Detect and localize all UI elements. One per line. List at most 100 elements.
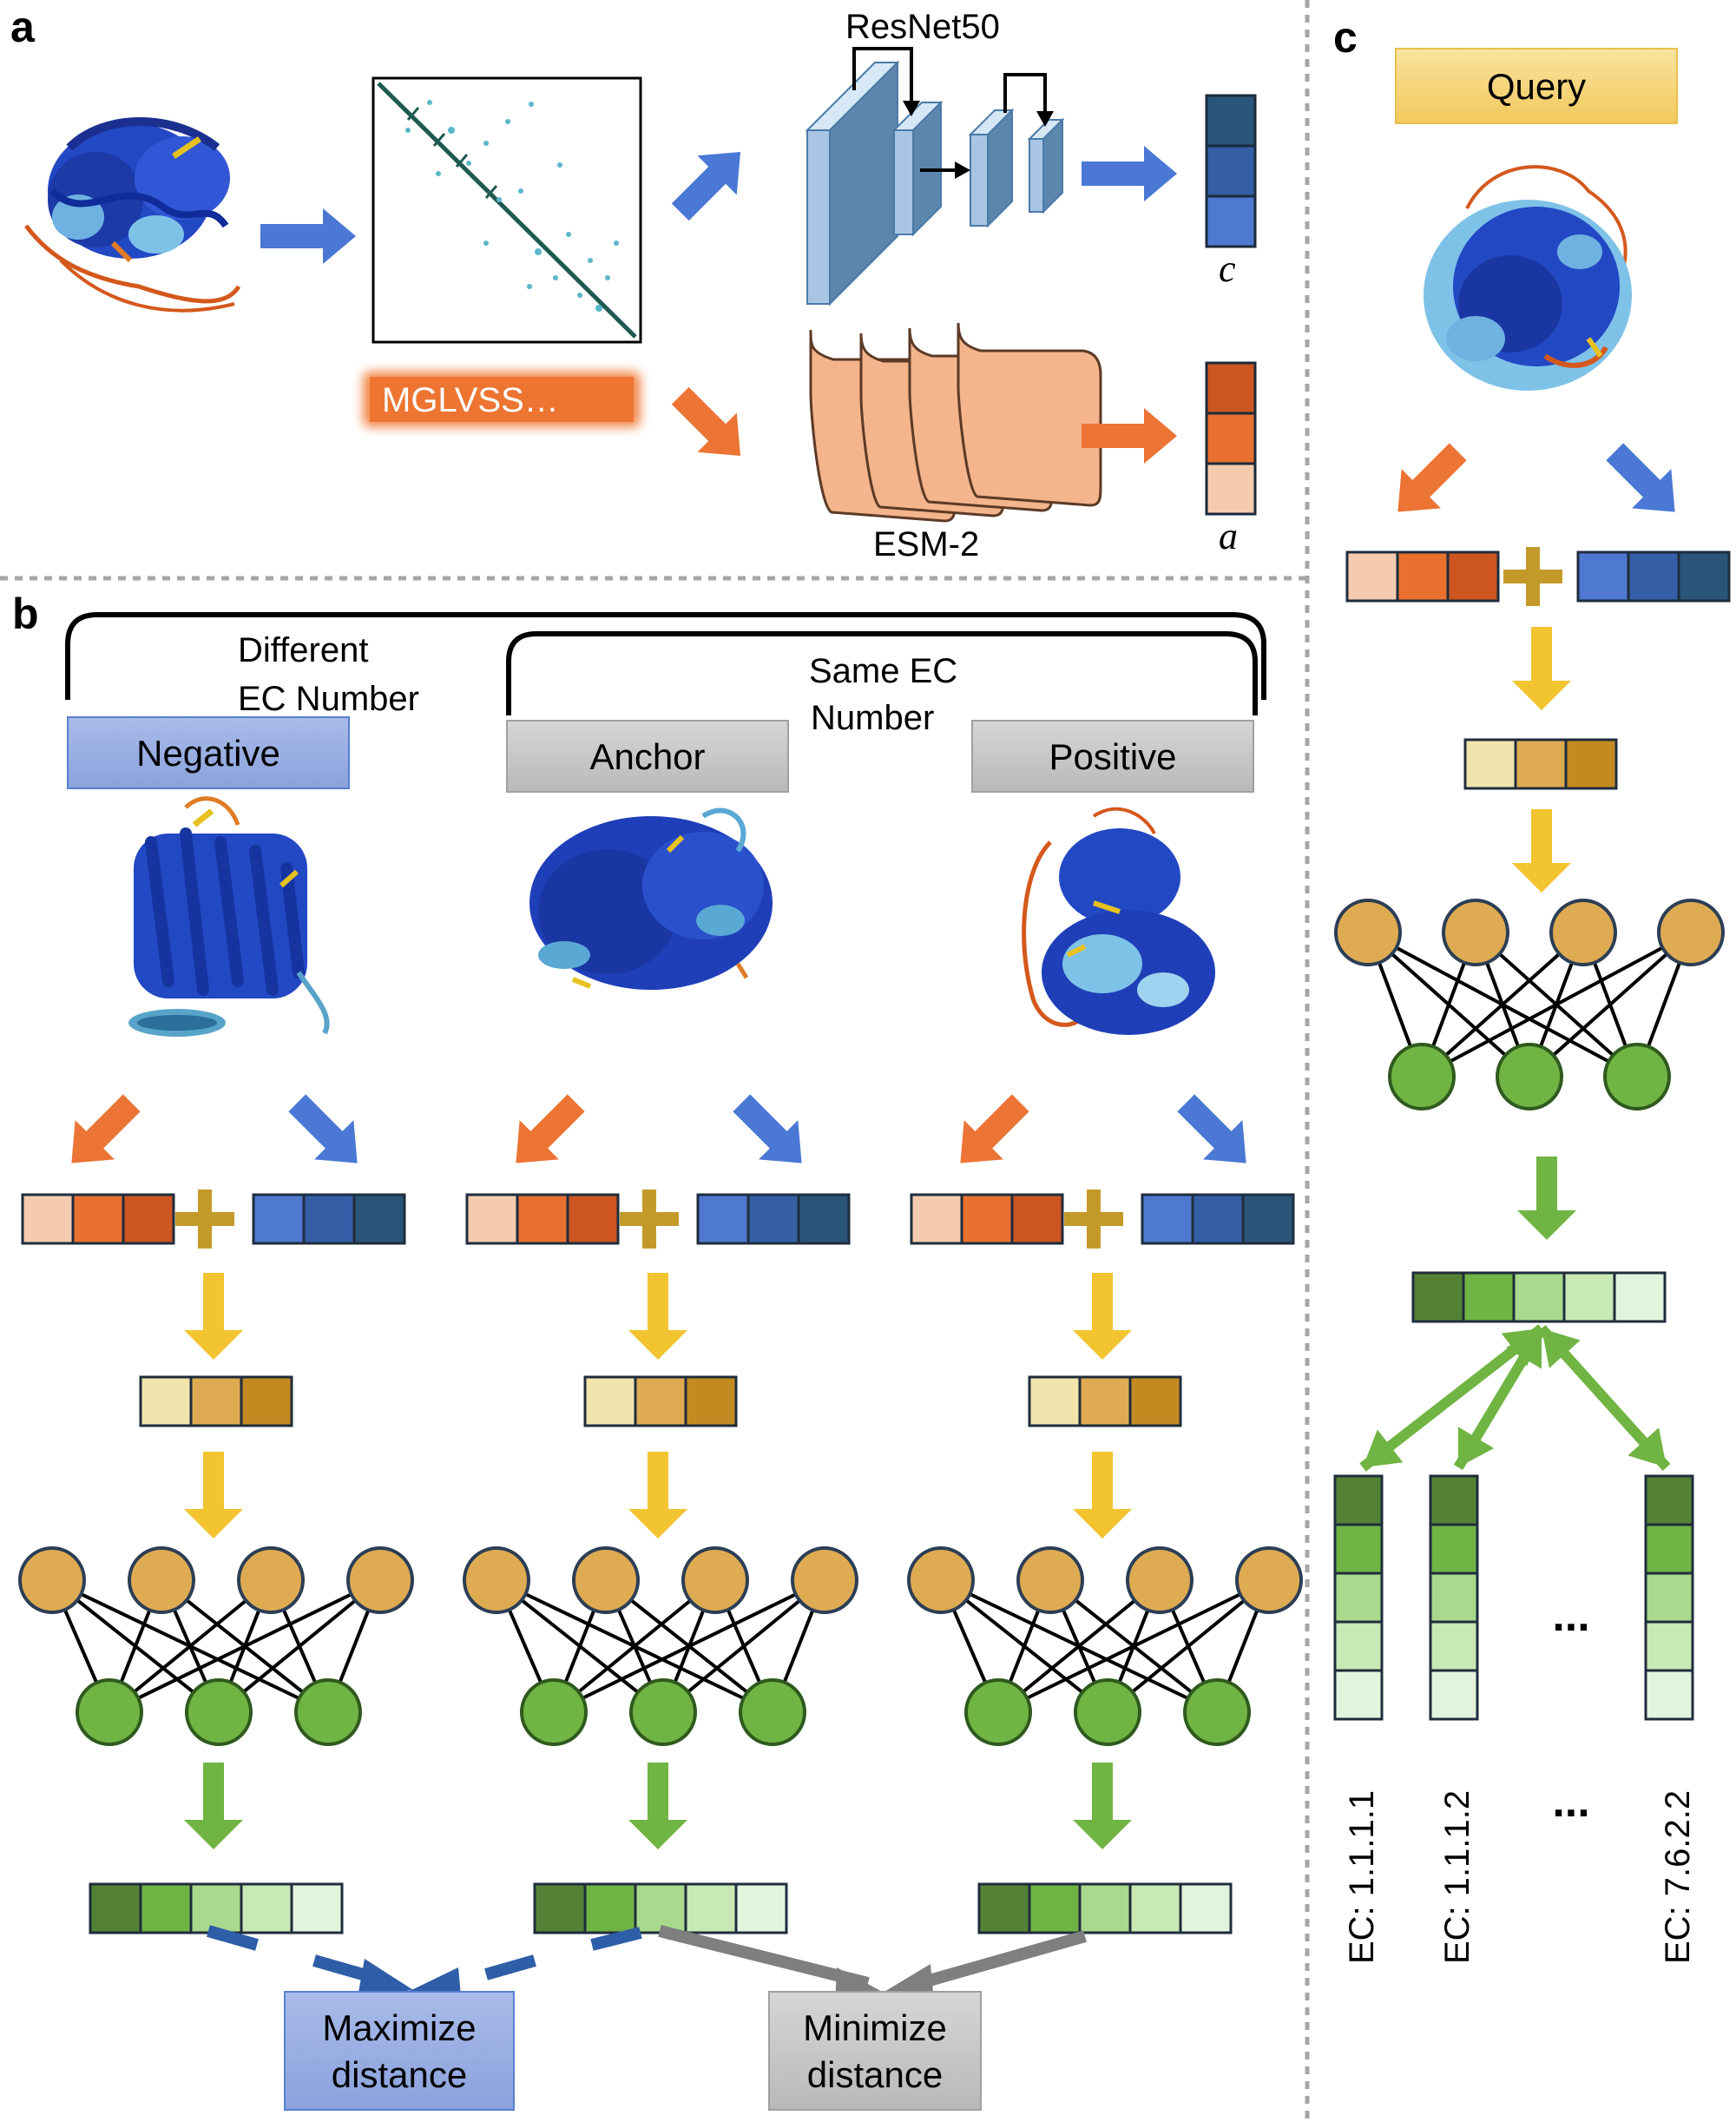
positive-pipeline	[907, 1094, 1303, 1934]
resnet-label: ResNet50	[845, 8, 1000, 46]
ec-embedding-column	[1429, 1474, 1479, 1721]
hidden-node	[1657, 899, 1725, 966]
hidden-node	[1126, 1546, 1194, 1614]
resnet-block-icon	[805, 47, 1065, 306]
plus-icon	[1064, 1190, 1123, 1249]
db-ellipsis-lower: ...	[1552, 1776, 1589, 1827]
same-label-line1: Same EC	[809, 652, 957, 690]
sequence-embedding	[910, 1193, 1064, 1245]
same-label-line2: Number	[811, 699, 934, 737]
hidden-node	[1334, 899, 1402, 966]
arrow-to-vector-c	[1082, 146, 1177, 201]
vector-c-label: c	[1219, 247, 1236, 290]
panel-a: MGLVSS…	[24, 8, 1257, 563]
structure-embedding	[252, 1193, 406, 1245]
hidden-node	[791, 1546, 858, 1614]
positive-label: Positive	[1049, 736, 1176, 777]
vector-c	[1205, 94, 1257, 248]
output-node	[1603, 1043, 1671, 1110]
anchor-pipeline	[463, 1094, 858, 1934]
panel-label-c: c	[1333, 13, 1358, 62]
green-arrow	[628, 1763, 687, 1849]
fused-embedding	[1028, 1375, 1182, 1427]
anchor-box	[506, 720, 789, 793]
vector-a-label: a	[1219, 515, 1238, 557]
arrow-to-contact-map	[260, 208, 356, 264]
query-fused-embedding	[1463, 738, 1618, 790]
neural-network-icon	[1334, 899, 1725, 1110]
different-label-line1: Different	[238, 631, 368, 669]
esm-layer-icon	[809, 322, 1102, 523]
query-label: Query	[1487, 66, 1586, 107]
hidden-node	[1549, 899, 1617, 966]
bracket-inner	[506, 631, 1258, 715]
orange-arrow	[71, 1094, 141, 1163]
neural-network-icon	[463, 1546, 858, 1746]
output-node	[739, 1678, 806, 1746]
minimize-label-line1: Minimize	[803, 2007, 947, 2048]
different-label-line2: EC Number	[238, 680, 419, 718]
orange-arrow	[1397, 443, 1467, 512]
green-arrow	[1073, 1763, 1132, 1849]
output-node	[76, 1678, 143, 1746]
hidden-node	[346, 1546, 414, 1614]
output-embedding	[533, 1882, 788, 1934]
protein-structure-icon	[128, 796, 330, 1037]
similarity-arrow	[1453, 1325, 1547, 1471]
yellow-arrow	[628, 1273, 687, 1360]
blue-arrow	[1606, 443, 1675, 512]
ec-label-1: EC: 1.1.1.1	[1343, 1790, 1381, 1964]
panel-label-b: b	[12, 590, 39, 638]
yellow-arrow	[1512, 627, 1571, 710]
plus-icon	[620, 1190, 679, 1249]
hidden-node	[1016, 1546, 1084, 1614]
output-node	[520, 1678, 588, 1746]
arrow-up-to-resnet	[671, 151, 741, 221]
output-embedding	[977, 1882, 1233, 1934]
ec-embedding-column	[1333, 1474, 1384, 1721]
output-node	[185, 1678, 253, 1746]
neural-network-icon	[18, 1546, 414, 1746]
similarity-arrow	[1537, 1324, 1671, 1472]
fused-embedding	[139, 1375, 293, 1427]
neural-network-icon	[907, 1546, 1303, 1746]
structure-embedding	[1141, 1193, 1295, 1245]
query-sequence-embedding	[1345, 550, 1500, 603]
query-structure-embedding	[1576, 550, 1731, 603]
positive-box	[971, 720, 1254, 793]
orange-arrow	[960, 1094, 1029, 1163]
hidden-node	[681, 1546, 749, 1614]
yellow-arrow	[1073, 1273, 1132, 1360]
yellow-arrow	[184, 1452, 243, 1539]
anchor-label: Anchor	[589, 736, 705, 777]
output-node	[964, 1678, 1032, 1746]
protein-structure-icon	[1424, 165, 1632, 391]
green-arrow	[184, 1763, 243, 1849]
panel-b: Different EC Number Same EC Number Negat…	[18, 612, 1303, 2111]
sequence-box	[370, 377, 634, 422]
output-node	[1496, 1043, 1563, 1110]
maximize-label-line2: distance	[332, 2054, 467, 2095]
minimize-label-line2: distance	[807, 2054, 943, 2095]
maximize-box	[284, 1991, 515, 2111]
hidden-node	[463, 1546, 530, 1614]
yellow-arrow	[184, 1273, 243, 1360]
ec-label-3: EC: 7.6.2.2	[1659, 1790, 1697, 1964]
yellow-arrow	[628, 1452, 687, 1539]
output-node	[1074, 1678, 1141, 1746]
database-embeddings	[1333, 1474, 1694, 1721]
structure-embedding	[696, 1193, 851, 1245]
yellow-arrow	[1512, 809, 1571, 893]
hidden-node	[572, 1546, 640, 1614]
query-box	[1395, 48, 1678, 124]
esm-label: ESM-2	[873, 525, 979, 563]
ec-label-2: EC: 1.1.1.2	[1438, 1790, 1476, 1964]
hidden-node	[128, 1546, 195, 1614]
sequence-embedding	[21, 1193, 175, 1245]
blue-arrow	[1177, 1094, 1246, 1163]
query-output-embedding	[1411, 1271, 1667, 1323]
blue-arrow	[733, 1094, 802, 1163]
green-arrow	[1517, 1157, 1576, 1240]
negative-label: Negative	[136, 733, 280, 774]
